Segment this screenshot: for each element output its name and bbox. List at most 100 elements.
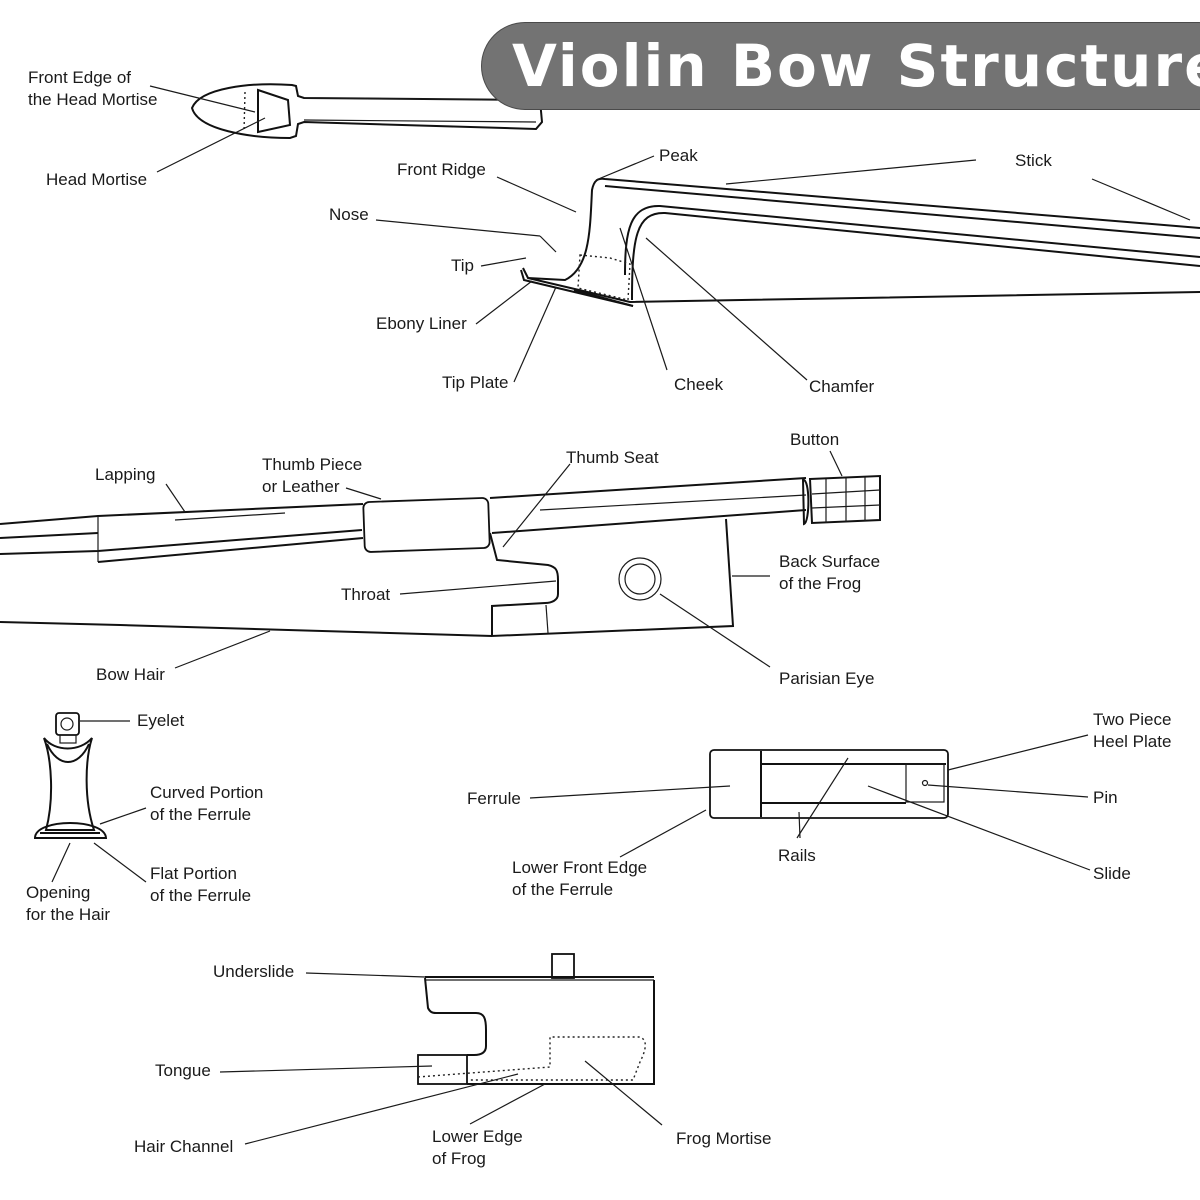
label-throat: Throat	[341, 585, 391, 604]
label-back-surface-line1: Back Surface	[779, 552, 881, 571]
label-curved-portion-line1: Curved Portion	[150, 783, 264, 802]
eyelet-neck	[59, 734, 77, 744]
label-back-surface-line2: of the Frog	[779, 574, 862, 593]
leader-head-mortise	[156, 117, 266, 173]
stick-inner-right	[539, 494, 807, 511]
leader-chamfer	[645, 237, 808, 381]
chamfer-outer	[624, 204, 1200, 276]
frog-lower-edge	[467, 980, 655, 1085]
heel-plate-box	[905, 763, 945, 803]
label-button: Button	[790, 430, 840, 449]
frog-heel-line	[545, 604, 549, 634]
frog-mortise-dotted	[417, 1036, 646, 1081]
label-thumb-piece-line1: Thumb Piece	[262, 455, 363, 474]
label-flat-portion-line1: Flat Portion	[150, 864, 237, 883]
label-cheek: Cheek	[674, 375, 724, 394]
frog-throat-outline	[424, 977, 487, 1056]
label-underslide: Underslide	[213, 962, 295, 981]
label-opening-line1: Opening	[26, 883, 91, 902]
frog-bottom-outline	[709, 749, 949, 819]
label-curved-portion-line2: of the Ferrule	[150, 805, 252, 824]
leader-slide	[867, 785, 1091, 871]
leader-lapping	[165, 483, 186, 513]
leader-throat	[399, 580, 557, 595]
head-side-view-drawing	[375, 155, 1200, 383]
leader-ferrule	[529, 785, 731, 799]
lapping-mid-line	[174, 512, 286, 521]
leader-tip-plate	[513, 286, 557, 383]
label-front-edge-head-mortise-line2: the Head Mortise	[28, 90, 158, 109]
tip-plate-line	[520, 269, 634, 307]
leader-thumb-seat	[502, 463, 571, 548]
stick-bottom-right	[491, 509, 807, 534]
label-tip: Tip	[451, 256, 474, 275]
tongue-block	[417, 1054, 468, 1085]
leader-rails-a	[796, 757, 849, 839]
leader-bow-hair	[174, 630, 271, 669]
label-rails: Rails	[778, 846, 816, 865]
leader-cheek	[619, 227, 668, 371]
label-head-mortise: Head Mortise	[46, 170, 148, 189]
leader-tongue	[219, 1065, 433, 1073]
label-thumb-seat: Thumb Seat	[566, 448, 659, 467]
leader-stick-a	[725, 159, 977, 185]
head-underside	[527, 277, 1200, 304]
label-ebony-liner: Ebony Liner	[376, 314, 467, 333]
button-body	[808, 474, 881, 525]
label-front-ridge: Front Ridge	[397, 160, 486, 179]
label-lower-edge-line2: of Frog	[432, 1149, 486, 1168]
stick-upper-line	[604, 185, 1200, 239]
label-lower-front-edge-line1: Lower Front Edge	[512, 858, 648, 877]
bow-hair-line	[0, 621, 493, 637]
label-bow-hair: Bow Hair	[96, 665, 165, 684]
parisian-eye-outer	[618, 557, 662, 601]
label-hair-channel: Hair Channel	[134, 1137, 234, 1156]
leader-hair-channel	[244, 1073, 519, 1145]
label-nose: Nose	[329, 205, 369, 224]
parisian-eye-inner	[624, 563, 656, 595]
ferrule-curved-portion	[33, 822, 108, 839]
label-tip-plate: Tip Plate	[442, 373, 509, 392]
frog-assembly-drawing	[0, 450, 881, 669]
label-lapping: Lapping	[95, 465, 156, 484]
leader-lower-edge	[469, 1083, 546, 1125]
leader-opening	[51, 842, 71, 883]
label-thumb-piece-line2: or Leather	[262, 477, 340, 496]
head-top-view-drawing	[149, 83, 544, 173]
label-stick: Stick	[1015, 151, 1052, 170]
button-collar	[801, 478, 810, 526]
label-front-edge-head-mortise-line1: Front Edge of	[28, 68, 132, 87]
leader-frog-mortise	[584, 1060, 663, 1126]
label-lower-edge-line1: Lower Edge	[432, 1127, 523, 1146]
label-two-piece-line1: Two Piece	[1093, 710, 1172, 729]
frog-outline	[489, 518, 735, 638]
stick-bottom-left	[0, 529, 363, 555]
ferrule-top-curve	[46, 743, 90, 763]
eyelet-block	[55, 712, 80, 736]
ferrule-body	[43, 737, 96, 831]
leader-underslide	[305, 972, 426, 978]
label-lower-front-edge-line2: of the Ferrule	[512, 880, 614, 899]
pin-dot	[921, 779, 929, 787]
leader-pin	[927, 784, 1089, 798]
stick-top-right	[489, 477, 807, 499]
leader-rails-b	[798, 811, 801, 839]
leader-flat-portion	[93, 842, 147, 883]
label-tongue: Tongue	[155, 1061, 211, 1080]
leader-stick-b	[1091, 178, 1191, 221]
stick-edge-bottom	[303, 119, 537, 123]
leader-peak	[595, 155, 655, 181]
label-eyelet: Eyelet	[137, 711, 185, 730]
label-peak: Peak	[659, 146, 698, 165]
leader-button	[829, 450, 843, 477]
label-parisian-eye: Parisian Eye	[779, 669, 875, 688]
thumb-piece-shape	[362, 497, 491, 553]
ebony-liner-edge	[573, 289, 634, 307]
page-title: Violin Bow Structure	[512, 32, 1200, 100]
frog-bottom-view-drawing	[529, 734, 1091, 871]
lapping-bottom	[97, 537, 364, 563]
leader-front-edge	[149, 85, 256, 113]
leader-lower-front-edge	[619, 809, 707, 858]
head-mortise-shape	[257, 88, 292, 134]
